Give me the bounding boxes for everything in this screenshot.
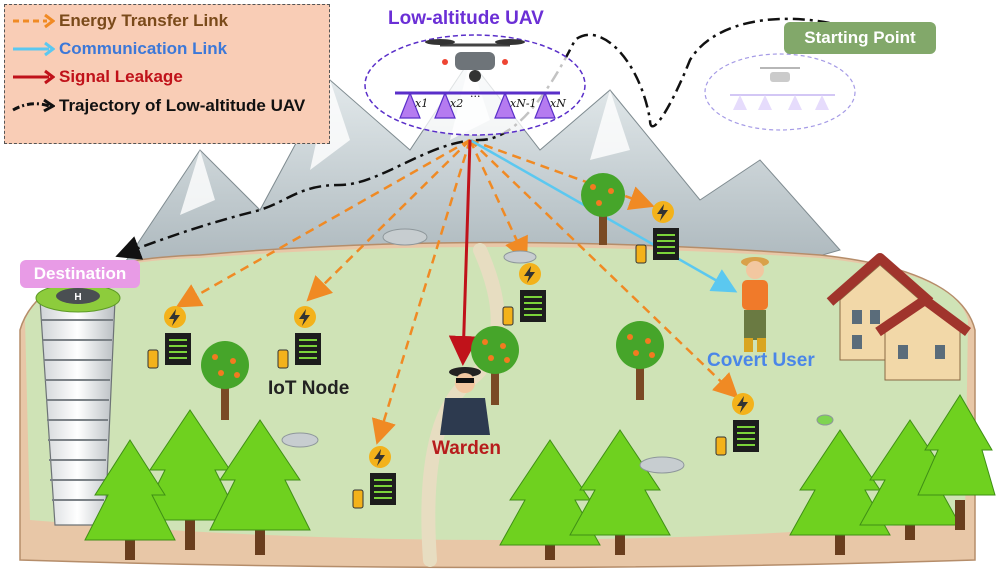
covert-user-label: Covert User <box>707 350 815 371</box>
energy-links <box>175 138 739 445</box>
communication-line-icon <box>13 41 55 57</box>
iot-node-icon <box>147 306 191 369</box>
antenna-xn1: xN-1 <box>510 97 537 110</box>
pine-tree-icon <box>789 429 891 555</box>
legend-trajectory-label: Trajectory of Low-altitude UAV <box>59 96 306 115</box>
uav-trajectory <box>115 17 901 260</box>
starting-point-badge: Starting Point <box>784 22 936 54</box>
legend-energy-label: Energy Transfer Link <box>59 11 229 30</box>
drone-icon <box>425 39 525 82</box>
starting-uav-group <box>704 53 856 131</box>
iot-node-icon <box>502 263 546 326</box>
iot-node-icon <box>352 446 396 509</box>
legend-energy: Energy Transfer Link <box>11 8 228 34</box>
legend-communication: Communication Link <box>11 36 227 62</box>
pine-trees <box>84 394 996 560</box>
leakage-line-icon <box>13 69 55 85</box>
antenna-dots: ··· <box>470 90 481 103</box>
legend-leakage: Signal Leakage <box>11 64 183 90</box>
uav-label: Low-altitude UAV <box>388 8 544 29</box>
iot-node-icon <box>635 201 679 264</box>
antenna-x2: x2 <box>450 97 463 110</box>
orange-tree-icon <box>201 341 249 420</box>
warden-figure <box>440 367 490 435</box>
orange-tree-icon <box>471 326 519 405</box>
house-icon <box>826 253 971 381</box>
warden-label: Warden <box>432 438 501 459</box>
pine-tree-icon <box>84 439 176 560</box>
pine-tree-icon <box>499 439 601 560</box>
antenna-xn: xN <box>550 97 566 110</box>
orange-trees <box>201 173 664 420</box>
orange-tree-icon <box>581 173 625 245</box>
signal-leakage-link <box>448 139 479 366</box>
svg-text:H: H <box>74 292 81 303</box>
legend: Energy Transfer Link Communication Link … <box>4 4 330 144</box>
uav-group: x1 x2 ··· xN-1 xN <box>364 34 586 136</box>
pine-tree-icon <box>569 429 671 555</box>
legend-leakage-label: Signal Leakage <box>59 67 183 86</box>
trajectory-line-icon <box>12 98 55 113</box>
iot-nodes <box>147 201 759 509</box>
destination-tower: H <box>35 283 121 526</box>
iot-node-icon <box>715 393 759 456</box>
legend-trajectory: Trajectory of Low-altitude UAV <box>11 93 305 119</box>
destination-badge: Destination <box>20 260 140 288</box>
covert-user-figure <box>741 257 769 352</box>
iot-node-icon <box>277 306 321 369</box>
orange-tree-icon <box>616 321 664 400</box>
iot-node-label: IoT Node <box>268 378 350 399</box>
pine-tree-icon <box>917 394 996 530</box>
energy-line-icon <box>13 13 55 29</box>
pine-tree-icon <box>209 419 311 555</box>
rocks <box>281 228 834 474</box>
antenna-x1: x1 <box>415 97 428 110</box>
legend-communication-label: Communication Link <box>59 39 228 58</box>
